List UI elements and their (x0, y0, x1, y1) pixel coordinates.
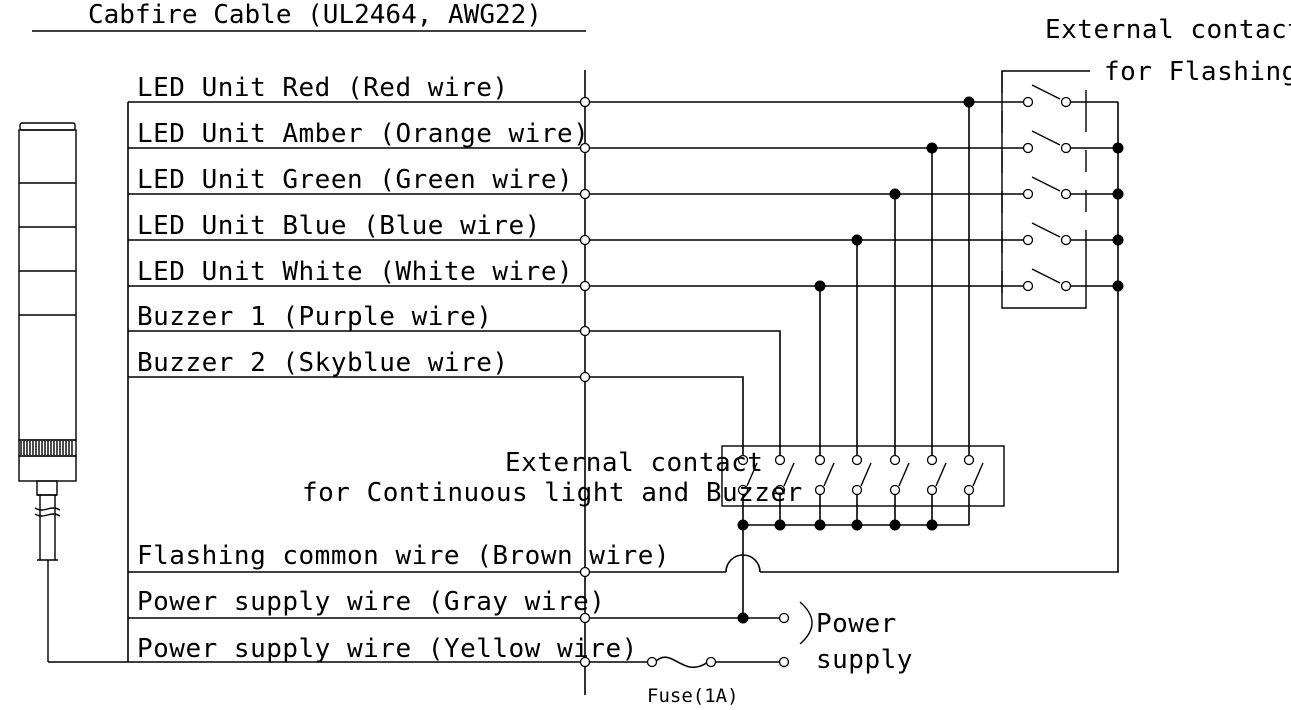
terminal-point (579, 280, 591, 292)
terminal-point (579, 96, 591, 108)
flashing-contact-label-2: for Flashing (1104, 57, 1291, 87)
wire-label-red: LED Unit Red (Red wire) (137, 73, 509, 103)
flashing-switch (1022, 84, 1072, 108)
continuous-switch (889, 454, 910, 496)
terminal-point (579, 371, 591, 383)
continuous-switch (926, 454, 947, 496)
flashing-contact-label-1: External contact (1045, 15, 1291, 45)
cable-title: Cabfire Cable (UL2464, AWG22) (88, 0, 542, 30)
terminal-point (579, 188, 591, 200)
terminal-point (579, 612, 591, 624)
continuous-contact-box (721, 445, 1005, 507)
signal-tower-icon (18, 122, 77, 662)
flashing-switch (1022, 268, 1072, 292)
power-supply-terminals (646, 601, 813, 668)
cable-wires (128, 101, 585, 663)
flashing-switch (1022, 176, 1072, 200)
wire-label-power-yellow: Power supply wire (Yellow wire) (137, 634, 638, 664)
continuous-switch (963, 454, 984, 496)
terminal-point (579, 325, 591, 337)
continuous-switch (814, 454, 835, 496)
terminal-point (579, 566, 591, 578)
continuous-contact-label-2: for Continuous light and Buzzer (302, 478, 803, 508)
junction-dots (737, 96, 1124, 624)
flashing-switch (1022, 130, 1072, 154)
terminal-points (579, 96, 591, 668)
terminal-point (579, 142, 591, 154)
external-wiring (585, 101, 1119, 669)
wire-label-blue: LED Unit Blue (Blue wire) (137, 211, 541, 241)
flashing-contact-box (1001, 70, 1090, 309)
wire-label-white: LED Unit White (White wire) (137, 257, 573, 287)
flashing-switch (1022, 222, 1072, 246)
wire-label-buzzer2: Buzzer 2 (Skyblue wire) (137, 348, 509, 378)
wire-labels: LED Unit Red (Red wire) LED Unit Amber (… (137, 73, 670, 664)
wire-label-buzzer1: Buzzer 1 (Purple wire) (137, 302, 492, 332)
wire-label-power-gray: Power supply wire (Gray wire) (137, 587, 605, 617)
continuous-switch (737, 454, 758, 496)
terminal-point (579, 656, 591, 668)
continuous-switch (774, 454, 795, 496)
continuous-switches (737, 454, 984, 496)
power-supply-label-2: supply (816, 645, 913, 675)
flashing-switches (1022, 84, 1072, 292)
continuous-contact-label-1: External contact (505, 448, 763, 478)
power-supply-label-1: Power (816, 609, 897, 639)
wire-label-green: LED Unit Green (Green wire) (137, 165, 573, 195)
continuous-switch (851, 454, 872, 496)
wire-label-amber: LED Unit Amber (Orange wire) (137, 119, 589, 149)
fuse-label: Fuse(1A) (647, 685, 739, 707)
wire-label-flashing-common: Flashing common wire (Brown wire) (137, 541, 670, 571)
terminal-point (579, 234, 591, 246)
